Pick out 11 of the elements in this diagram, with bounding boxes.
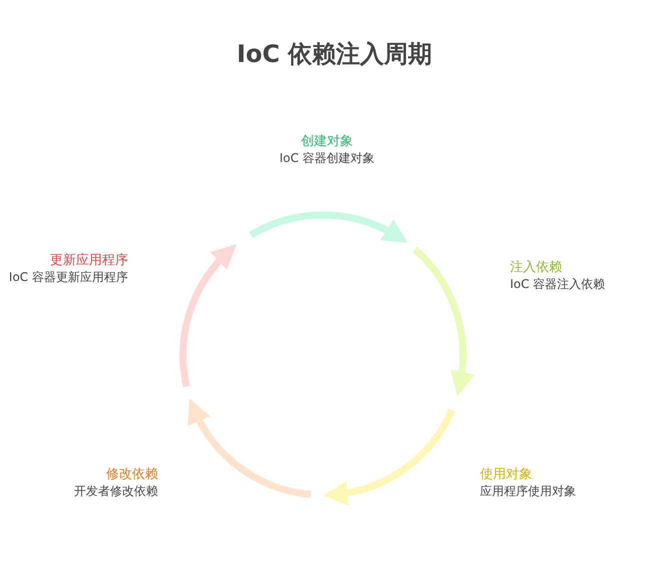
diagram-title: IoC 依赖注入周期 — [236, 39, 434, 70]
step-description: 开发者修改依赖 — [73, 483, 158, 499]
step-description: IoC 容器注入依赖 — [510, 276, 606, 292]
step-title: 使用对象 — [480, 467, 533, 483]
step-title: 注入依赖 — [510, 260, 563, 276]
step-title: 更新应用程序 — [49, 253, 128, 269]
step-description: IoC 容器更新应用程序 — [8, 269, 128, 285]
step-description: IoC 容器创建对象 — [278, 150, 376, 166]
step-description: 应用程序使用对象 — [480, 483, 577, 499]
step-title: 创建对象 — [300, 134, 354, 150]
step-title: 修改依赖 — [105, 467, 158, 483]
